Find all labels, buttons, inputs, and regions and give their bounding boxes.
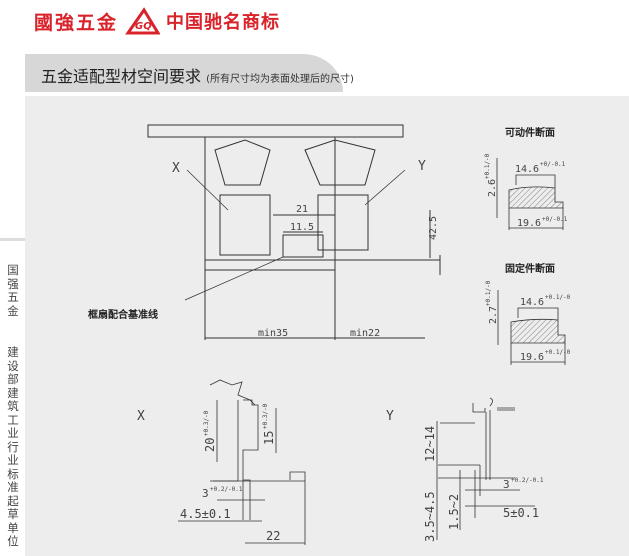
detail-y-dim-5: 5±0.1 — [503, 506, 539, 520]
movable-height-tolerance: +0.1/-0 — [484, 153, 491, 179]
sidebar-divider — [0, 238, 25, 241]
detail-y-profile — [436, 397, 535, 540]
brand-logo-icon: GQ — [125, 7, 161, 35]
detail-y-dim-3: 3 — [503, 478, 510, 491]
detail-x-dim-3: 3 — [202, 487, 209, 500]
section-header: 五金适配型材空间要求 (所有尺寸均为表面处理后的尺寸) — [25, 54, 354, 92]
movable-section-title: 可动件断面 — [505, 126, 555, 139]
detail-x-profile — [178, 379, 306, 545]
movable-section-shape — [496, 158, 564, 230]
movable-height: 2.6 — [487, 179, 498, 197]
dim-21: 21 — [296, 204, 308, 215]
detail-y-dim-3-tolerance: +0.2/-0.1 — [511, 477, 544, 484]
main-profile — [147, 124, 441, 340]
dim-42-5: 42.5 — [428, 216, 439, 240]
detail-x-dim-3-tolerance: +0.2/-0.1 — [210, 486, 243, 493]
detail-x-dim-22: 22 — [266, 529, 280, 543]
detail-y-dim-1-5: 1.5~2 — [447, 494, 461, 530]
detail-x-dim-15-tolerance: +0.3/-0 — [262, 403, 269, 429]
detail-x-dim-15: 15 — [262, 431, 276, 445]
movable-top-tolerance: +0/-0.1 — [540, 161, 566, 168]
dim-min35: min35 — [258, 328, 288, 339]
detail-y-dim-12-14: 12~14 — [423, 426, 437, 462]
fixed-top-tolerance: +0.1/-0 — [545, 294, 571, 301]
brand-header: 國強五金 GQ 中国驰名商标 — [34, 6, 280, 36]
section-title: 五金适配型材空间要求 — [41, 67, 202, 86]
fixed-section-title: 固定件断面 — [505, 262, 555, 275]
fixed-bottom-tolerance: +0.1/-0 — [545, 349, 571, 356]
sidebar-role: 建设部建筑工业行业标准起草单位 — [7, 345, 19, 548]
dim-11-5: 11.5 — [290, 222, 314, 233]
fixed-height: 2.7 — [488, 306, 499, 324]
detail-x-label: X — [137, 409, 145, 424]
section-subtitle: (所有尺寸均为表面处理后的尺寸) — [206, 74, 354, 85]
dim-min22: min22 — [350, 328, 380, 339]
fixed-section-shape — [497, 290, 566, 365]
label-y: Y — [418, 159, 426, 174]
movable-top-width: 14.6 — [515, 164, 539, 175]
label-x: X — [172, 161, 180, 176]
detail-y-dim-3-5: 3.5~4.5 — [423, 491, 437, 542]
baseline-label: 框扇配合基准线 — [88, 308, 158, 321]
detail-x-dim-4-5: 4.5±0.1 — [180, 507, 231, 521]
movable-bottom-width: 19.6 — [517, 218, 541, 229]
detail-x-dim-20-tolerance: +0.3/-0 — [203, 410, 210, 436]
main-leaders — [184, 169, 406, 301]
svg-text:GQ: GQ — [135, 21, 152, 32]
brand-trademark: 中国驰名商标 — [166, 12, 281, 33]
sidebar-company: 国强五金 — [7, 263, 19, 318]
fixed-bottom-width: 19.6 — [520, 352, 544, 363]
detail-y-label: Y — [386, 409, 394, 424]
fixed-height-tolerance: +0.1/-0 — [485, 280, 492, 306]
brand-name: 國強五金 — [34, 11, 119, 34]
detail-x-dim-20: 20 — [203, 438, 217, 452]
movable-bottom-tolerance: +0/-0.1 — [542, 216, 568, 223]
fixed-top-width: 14.6 — [520, 297, 544, 308]
